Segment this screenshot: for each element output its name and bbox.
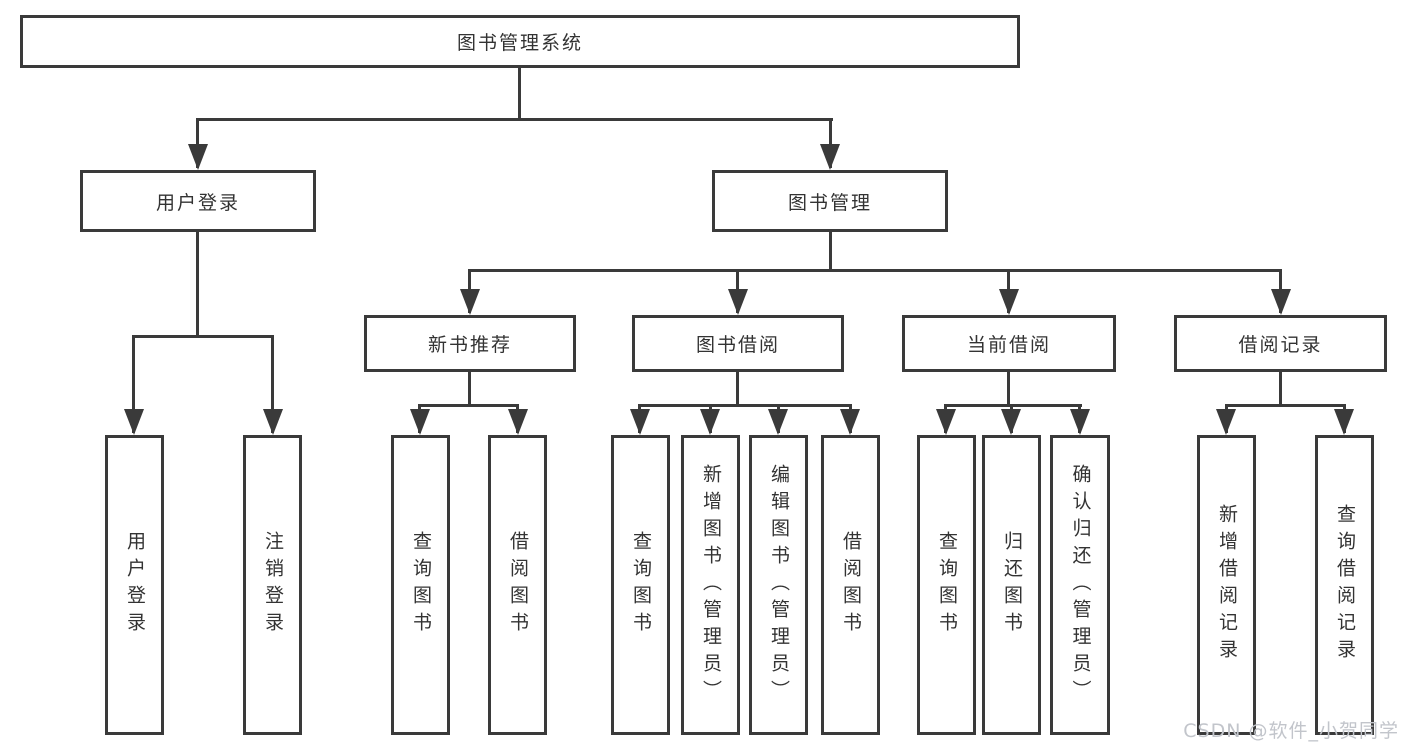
leaf-query-books-borrowing-label: 查询图书 bbox=[630, 531, 652, 639]
connector-line bbox=[638, 404, 852, 407]
arrow-down-icon bbox=[936, 409, 956, 435]
leaf-query-books-current: 查询图书 bbox=[917, 435, 976, 735]
leaf-add-borrow-record-label: 新增借阅记录 bbox=[1216, 504, 1238, 666]
connector-line bbox=[196, 230, 199, 335]
node-book-management-label: 图书管理 bbox=[787, 191, 872, 214]
leaf-confirm-return-admin: 确认归还（管理员） bbox=[1050, 435, 1110, 735]
node-book-borrowing: 图书借阅 bbox=[632, 315, 844, 372]
leaf-borrow-books-recommend-label: 借阅图书 bbox=[507, 531, 529, 639]
node-borrowing-records-label: 借阅记录 bbox=[1238, 334, 1323, 356]
connector-line bbox=[944, 404, 1082, 407]
connector-line bbox=[1225, 404, 1346, 407]
arrow-down-icon bbox=[630, 409, 650, 435]
leaf-borrow-books-recommend: 借阅图书 bbox=[488, 435, 547, 735]
connector-line bbox=[468, 370, 471, 406]
arrow-down-icon bbox=[1216, 409, 1236, 435]
leaf-return-books: 归还图书 bbox=[982, 435, 1041, 735]
leaf-user-login-label: 用户登录 bbox=[124, 531, 146, 639]
node-root: 图书管理系统 bbox=[20, 15, 1020, 68]
node-user-login: 用户登录 bbox=[80, 170, 316, 232]
connector-line bbox=[132, 335, 135, 433]
leaf-query-books-recommend-label: 查询图书 bbox=[410, 531, 432, 639]
arrow-down-icon bbox=[1334, 409, 1354, 435]
arrow-down-icon bbox=[728, 289, 748, 315]
arrow-down-icon bbox=[1001, 409, 1021, 435]
arrow-down-icon bbox=[188, 144, 208, 170]
node-book-borrowing-label: 图书借阅 bbox=[695, 334, 780, 356]
leaf-query-books-borrowing: 查询图书 bbox=[611, 435, 670, 735]
arrow-down-icon bbox=[999, 289, 1019, 315]
connector-line bbox=[518, 66, 521, 120]
node-new-book-recommendation-label: 新书推荐 bbox=[427, 334, 512, 356]
leaf-user-login: 用户登录 bbox=[105, 435, 164, 735]
leaf-confirm-return-admin-label: 确认归还（管理员） bbox=[1069, 463, 1092, 707]
arrow-down-icon bbox=[460, 289, 480, 315]
connector-line bbox=[418, 404, 519, 407]
node-new-book-recommendation: 新书推荐 bbox=[364, 315, 576, 372]
leaf-logout-label: 注销登录 bbox=[262, 531, 284, 639]
connector-line bbox=[468, 269, 1282, 272]
leaf-borrow-books-borrowing: 借阅图书 bbox=[821, 435, 880, 735]
leaf-query-books-current-label: 查询图书 bbox=[936, 531, 958, 639]
leaf-edit-book-admin: 编辑图书（管理员） bbox=[749, 435, 808, 735]
connector-line bbox=[829, 230, 832, 272]
connector-line bbox=[196, 118, 833, 121]
node-book-management: 图书管理 bbox=[712, 170, 948, 232]
arrow-down-icon bbox=[410, 409, 430, 435]
node-current-borrowing-label: 当前借阅 bbox=[966, 334, 1051, 356]
leaf-borrow-books-borrowing-label: 借阅图书 bbox=[840, 531, 862, 639]
arrow-down-icon bbox=[820, 144, 840, 170]
arrow-down-icon bbox=[700, 409, 720, 435]
leaf-query-borrow-record-label: 查询借阅记录 bbox=[1334, 504, 1356, 666]
leaf-query-borrow-record: 查询借阅记录 bbox=[1315, 435, 1374, 735]
arrow-down-icon bbox=[124, 409, 144, 435]
leaf-query-books-recommend: 查询图书 bbox=[391, 435, 450, 735]
leaf-logout: 注销登录 bbox=[243, 435, 302, 735]
node-borrowing-records: 借阅记录 bbox=[1174, 315, 1387, 372]
watermark: CSDN @软件_小贺同学 bbox=[1183, 720, 1399, 742]
connector-line bbox=[196, 118, 199, 168]
arrow-down-icon bbox=[768, 409, 788, 435]
leaf-add-book-admin: 新增图书（管理员） bbox=[681, 435, 740, 735]
node-root-label: 图书管理系统 bbox=[456, 32, 583, 54]
leaf-add-borrow-record: 新增借阅记录 bbox=[1197, 435, 1256, 735]
leaf-edit-book-admin-label: 编辑图书（管理员） bbox=[768, 463, 790, 707]
connector-line bbox=[132, 335, 274, 338]
arrow-down-icon bbox=[1070, 409, 1090, 435]
connector-line bbox=[736, 370, 739, 406]
arrow-down-icon bbox=[840, 409, 860, 435]
arrow-down-icon bbox=[263, 409, 283, 435]
connector-line bbox=[1279, 370, 1282, 406]
connector-line bbox=[829, 118, 832, 168]
leaf-return-books-label: 归还图书 bbox=[1001, 531, 1023, 639]
arrow-down-icon bbox=[508, 409, 528, 435]
node-current-borrowing: 当前借阅 bbox=[902, 315, 1116, 372]
node-user-login-label: 用户登录 bbox=[155, 191, 240, 214]
arrow-down-icon bbox=[1271, 289, 1291, 315]
leaf-add-book-admin-label: 新增图书（管理员） bbox=[700, 463, 722, 707]
connector-line bbox=[1007, 370, 1010, 406]
connector-line bbox=[271, 335, 274, 433]
